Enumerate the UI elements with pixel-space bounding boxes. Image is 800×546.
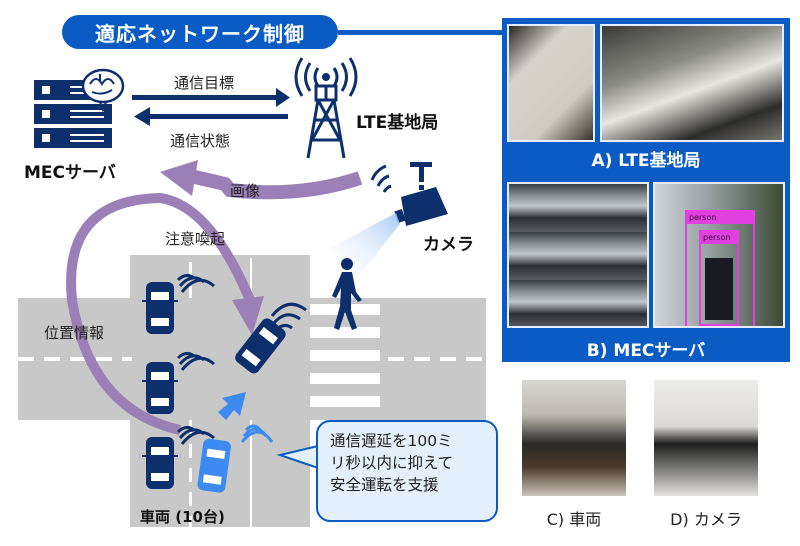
status-label: 通信状態 xyxy=(170,132,231,150)
adaptive-network-control-title: 適応ネットワーク制御 xyxy=(62,15,338,49)
vehicle-robot-photo xyxy=(522,380,626,496)
camera-photo xyxy=(654,380,758,496)
detection-box: person xyxy=(699,230,739,326)
photo-caption-a: A) LTE基地局 xyxy=(591,151,701,171)
title-connector-line xyxy=(338,30,502,35)
callout-line: 通信遅延を100ミ xyxy=(330,432,453,450)
image-flow-arrow xyxy=(160,160,363,200)
server-brain-icon xyxy=(34,68,125,148)
alert-label: 注意喚起 xyxy=(165,230,226,248)
person-detection-photo: person person xyxy=(653,182,785,328)
lte-station-photo-1 xyxy=(507,24,595,142)
camera-label: カメラ xyxy=(423,235,474,255)
pedestrian-icon xyxy=(332,258,362,330)
vehicles-label: 車両 (10台) xyxy=(140,508,225,526)
latency-callout: 通信遅延を100ミ リ秒以内に抑えて 安全運転を支援 xyxy=(316,420,498,522)
horizontal-lane-dashes xyxy=(18,357,482,361)
target-label: 通信目標 xyxy=(174,74,235,92)
photo-caption-c: C) 車両 xyxy=(546,510,602,529)
highlight-car-signal-icon xyxy=(240,424,274,443)
detection-label: person xyxy=(687,212,753,224)
detection-box: person xyxy=(685,210,755,326)
mec-server-label: MECサーバ xyxy=(24,163,116,183)
mec-server-rack-photo xyxy=(507,182,649,328)
cell-tower-icon xyxy=(294,57,358,159)
car-icon xyxy=(142,282,286,493)
wireless-signal-icon xyxy=(176,273,307,445)
callout-line: リ秒以内に抑えて xyxy=(330,454,454,472)
photo-panel: A) LTE基地局 person person B) MECサーバ xyxy=(502,18,790,362)
status-arrow xyxy=(134,107,288,126)
person-silhouette xyxy=(705,258,733,320)
lte-station-label: LTE基地局 xyxy=(356,113,439,133)
position-label: 位置情報 xyxy=(44,324,105,342)
detection-label: person xyxy=(701,232,737,244)
turn-arrow xyxy=(218,392,246,420)
position-alert-loop-arrow xyxy=(66,192,264,435)
target-arrow xyxy=(132,88,290,107)
photo-caption-b: B) MECサーバ xyxy=(586,341,706,361)
image-label: 画像 xyxy=(230,182,261,200)
callout-line: 安全運転を支援 xyxy=(330,476,439,494)
photo-caption-d: D) カメラ xyxy=(670,510,742,529)
lte-station-photo-2 xyxy=(600,24,784,142)
